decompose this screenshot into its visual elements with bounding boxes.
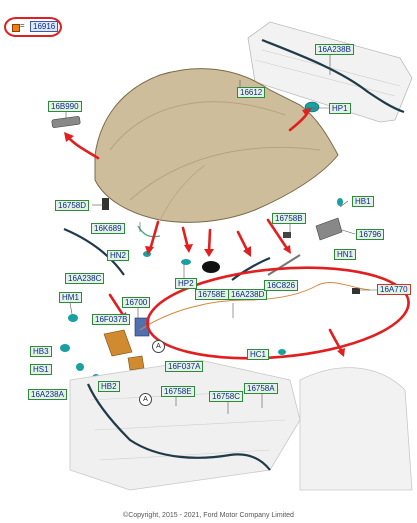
front-end-assembly bbox=[69, 359, 413, 491]
copyright-notice: ©Copyright, 2015 - 2021, Ford Motor Comp… bbox=[123, 512, 294, 519]
part-label-hm1[interactable]: HM1 bbox=[59, 292, 82, 303]
part-label-16a238d[interactable]: 16A238D bbox=[228, 289, 268, 300]
part-label-16796[interactable]: 16796 bbox=[356, 229, 385, 240]
part-label-16758a[interactable]: 16758A bbox=[244, 383, 278, 394]
part-label-hc1[interactable]: HC1 bbox=[247, 349, 270, 360]
part-label-hb2[interactable]: HB2 bbox=[98, 381, 120, 392]
part-label-hb1[interactable]: HB1 bbox=[352, 196, 374, 207]
part-label-16b990[interactable]: 16B990 bbox=[48, 101, 82, 112]
part-label-16700[interactable]: 16700 bbox=[122, 297, 151, 308]
legend-part-code[interactable]: 16916 bbox=[30, 21, 59, 32]
part-label-16758e[interactable]: 16758E bbox=[195, 289, 229, 300]
part-label-hn1[interactable]: HN1 bbox=[334, 249, 357, 260]
legend-oval: = 16916 bbox=[4, 17, 62, 37]
hood-panel bbox=[94, 68, 339, 223]
part-label-16k689[interactable]: 16K689 bbox=[91, 223, 125, 234]
part-label-16758c[interactable]: 16758C bbox=[209, 391, 244, 402]
view-callout-a: A bbox=[152, 340, 165, 353]
part-label-hp1[interactable]: HP1 bbox=[329, 103, 351, 114]
part-label-16758e-lower[interactable]: 16758E bbox=[161, 386, 195, 397]
legend-equals: = bbox=[20, 21, 25, 30]
part-label-16f037b[interactable]: 16F037B bbox=[92, 314, 131, 325]
part-label-16758d[interactable]: 16758D bbox=[55, 200, 90, 211]
part-label-16a238c[interactable]: 16A238C bbox=[65, 273, 105, 284]
part-label-hb3[interactable]: HB3 bbox=[30, 346, 52, 357]
highlight-ellipse bbox=[146, 266, 410, 360]
part-label-hs1[interactable]: HS1 bbox=[30, 364, 52, 375]
part-label-16f037a[interactable]: 16F037A bbox=[165, 361, 204, 372]
view-callout-a-lower: A bbox=[139, 393, 152, 406]
hood-release-cable bbox=[139, 282, 371, 331]
part-label-16612[interactable]: 16612 bbox=[237, 87, 266, 98]
part-label-16c826[interactable]: 16C826 bbox=[264, 280, 299, 291]
part-label-16a238a[interactable]: 16A238A bbox=[28, 389, 67, 400]
legend-swatch-icon bbox=[12, 24, 20, 32]
part-label-hn2[interactable]: HN2 bbox=[107, 250, 130, 261]
part-label-16758b[interactable]: 16758B bbox=[272, 213, 306, 224]
part-label-16a770[interactable]: 16A770 bbox=[377, 284, 411, 295]
part-label-hp2[interactable]: HP2 bbox=[175, 278, 197, 289]
part-label-16a238b[interactable]: 16A238B bbox=[315, 44, 354, 55]
